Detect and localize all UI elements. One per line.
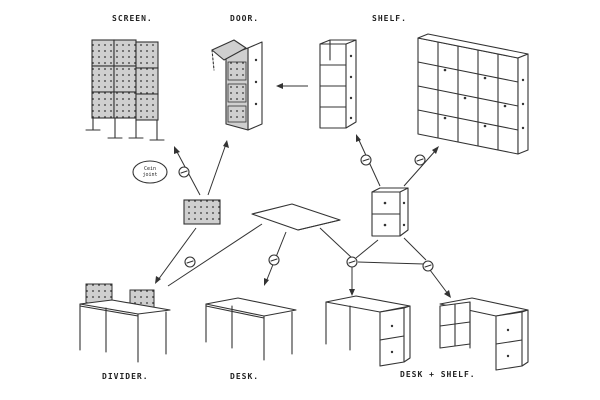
joint-callout-bubble bbox=[132, 160, 168, 184]
joint-node-icon bbox=[346, 256, 358, 268]
label-door: DOOR. bbox=[230, 14, 260, 23]
joint-node-icon bbox=[268, 254, 280, 266]
tabletop-illustration bbox=[251, 203, 341, 231]
label-shelf: SHELF. bbox=[372, 14, 407, 23]
joint-node-icon bbox=[422, 260, 434, 272]
label-divider: DIVIDER. bbox=[102, 372, 149, 381]
label-desk: DESK. bbox=[230, 372, 260, 381]
divider-illustration bbox=[79, 283, 171, 363]
screen-illustration bbox=[85, 39, 165, 141]
perforated-panel-illustration bbox=[183, 199, 221, 225]
joint-nodes bbox=[178, 154, 434, 272]
connection-arrows bbox=[155, 83, 451, 298]
shelf-column-illustration bbox=[319, 39, 357, 129]
joint-node-icon bbox=[360, 154, 372, 166]
desk-illustration bbox=[205, 297, 297, 361]
door-illustration bbox=[211, 39, 263, 131]
shelf-module-illustration bbox=[371, 187, 409, 237]
label-screen: SCREEN. bbox=[112, 14, 153, 23]
joint-node-icon bbox=[414, 154, 426, 166]
joint-node-icon bbox=[184, 256, 196, 268]
desk-with-shelf-illustration bbox=[325, 295, 529, 371]
label-desk-shelf: DESK + SHELF. bbox=[400, 370, 476, 379]
joint-node-icon bbox=[178, 166, 190, 178]
shelf-grid-illustration bbox=[417, 33, 529, 155]
joint-callout-text: Cein joint bbox=[142, 166, 158, 178]
